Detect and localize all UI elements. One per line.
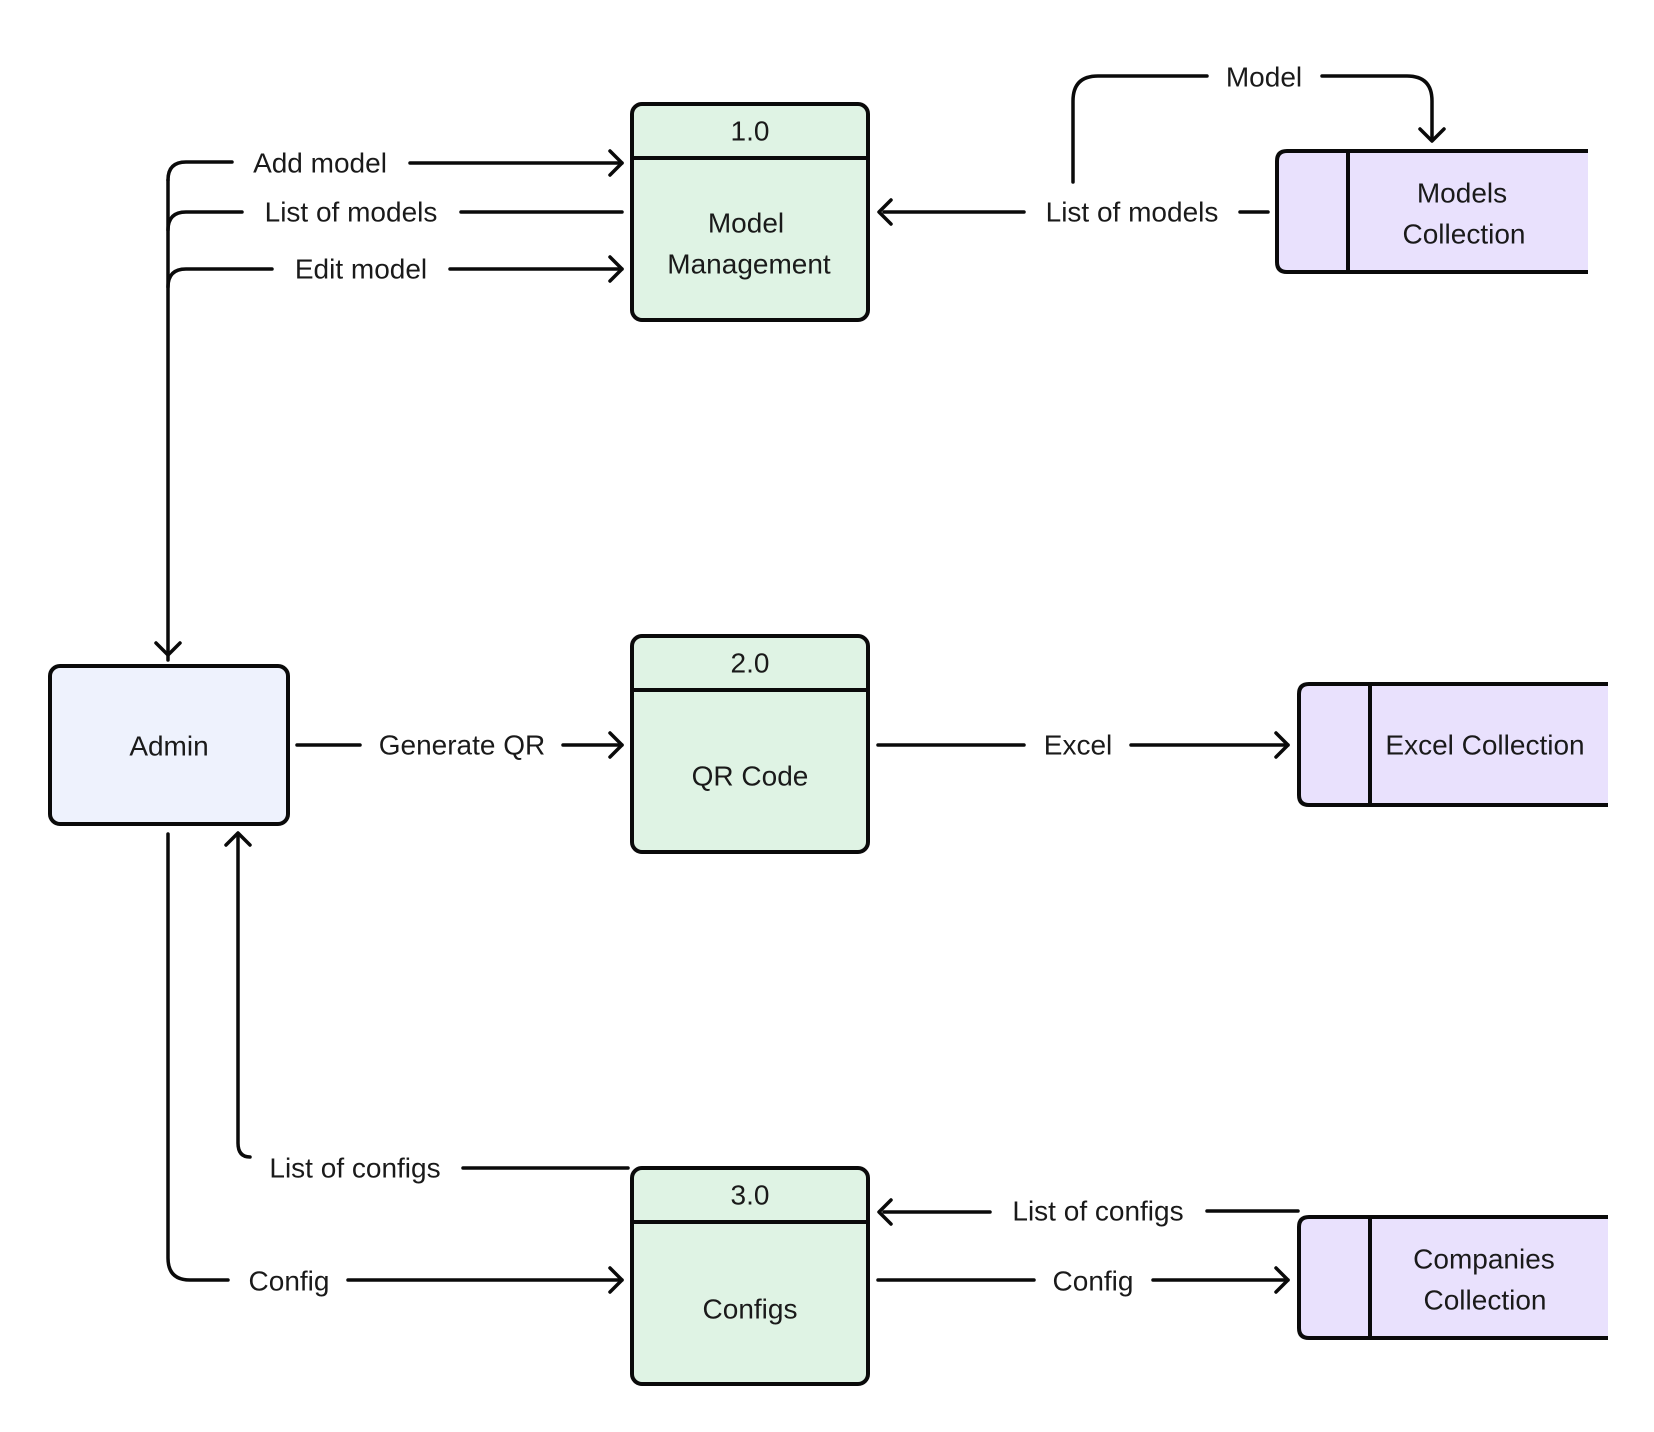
process-2-label-line-1: QR Code	[692, 761, 809, 792]
arrowhead-list-models-store	[877, 198, 893, 226]
flow-edit-model-line-left	[166, 267, 274, 289]
flow-list-models-admin-line-left	[166, 210, 244, 232]
flow-label-add-model: Add model	[253, 148, 387, 179]
arrowhead-edit-model	[608, 255, 624, 283]
process-1-id: 1.0	[731, 116, 770, 147]
flow-config-admin-line-left	[166, 832, 230, 1282]
admin-box	[48, 664, 290, 826]
arrowhead-model-store	[1418, 127, 1446, 143]
flow-label-edit-model: Edit model	[295, 254, 427, 285]
process-3: 3.0 Configs	[630, 1166, 870, 1386]
process-3-label-line-1: Configs	[703, 1294, 798, 1325]
flow-label-list-of-models-admin: List of models	[265, 197, 438, 228]
flow-label-excel: Excel	[1044, 730, 1112, 761]
flow-label-model: Model	[1226, 62, 1302, 93]
excel-store-box	[1297, 682, 1608, 807]
data-store-excel: Excel Collection	[1297, 682, 1608, 807]
models-store-box	[1275, 149, 1588, 274]
flow-labels: Add model List of models Edit model Mode…	[249, 62, 1303, 1297]
arrowheads	[154, 127, 1446, 1294]
connectors	[166, 74, 1434, 1282]
flow-add-model-line-left	[166, 160, 234, 182]
flow-label-list-of-configs-store: List of configs	[1012, 1196, 1183, 1227]
flow-label-list-of-configs-admin: List of configs	[269, 1153, 440, 1184]
flow-label-generate-qr: Generate QR	[379, 730, 546, 761]
flow-model-store-line-right	[1320, 74, 1434, 140]
arrowhead-generate-qr	[608, 731, 624, 759]
arrowhead-config-admin	[608, 1266, 624, 1294]
data-store-companies: Companies Collection	[1297, 1215, 1608, 1340]
process-1-label-line-2: Management	[667, 249, 831, 280]
external-entity-admin: Admin	[48, 664, 290, 826]
models-store-label-line-2: Collection	[1403, 219, 1526, 250]
companies-store-box	[1297, 1215, 1608, 1340]
arrowhead-config-store	[1274, 1266, 1290, 1294]
companies-store-label-line-1: Companies	[1413, 1244, 1555, 1275]
arrowhead-excel	[1274, 731, 1290, 759]
models-store-label-line-1: Models	[1417, 178, 1507, 209]
arrowhead-list-configs-store	[877, 1198, 893, 1226]
arrowhead-admin-top	[154, 641, 182, 657]
flow-label-config-admin: Config	[249, 1266, 330, 1297]
process-1: 1.0 Model Management	[630, 102, 870, 322]
companies-store-label-line-2: Collection	[1424, 1285, 1547, 1316]
arrowhead-add-model	[608, 149, 624, 177]
data-store-models: Models Collection	[1275, 149, 1588, 274]
flow-label-list-of-models-store: List of models	[1046, 197, 1219, 228]
process-2-id: 2.0	[731, 648, 770, 679]
admin-label: Admin	[129, 731, 208, 762]
process-3-id: 3.0	[731, 1180, 770, 1211]
flow-label-config-store: Config	[1053, 1266, 1134, 1297]
process-2: 2.0 QR Code	[630, 634, 870, 854]
arrowhead-list-configs-admin	[224, 831, 252, 847]
excel-store-label-line-1: Excel Collection	[1385, 730, 1584, 761]
process-1-label-line-1: Model	[708, 208, 784, 239]
flow-model-store-line-left	[1071, 74, 1209, 184]
flow-list-configs-admin-line-left	[236, 833, 252, 1159]
